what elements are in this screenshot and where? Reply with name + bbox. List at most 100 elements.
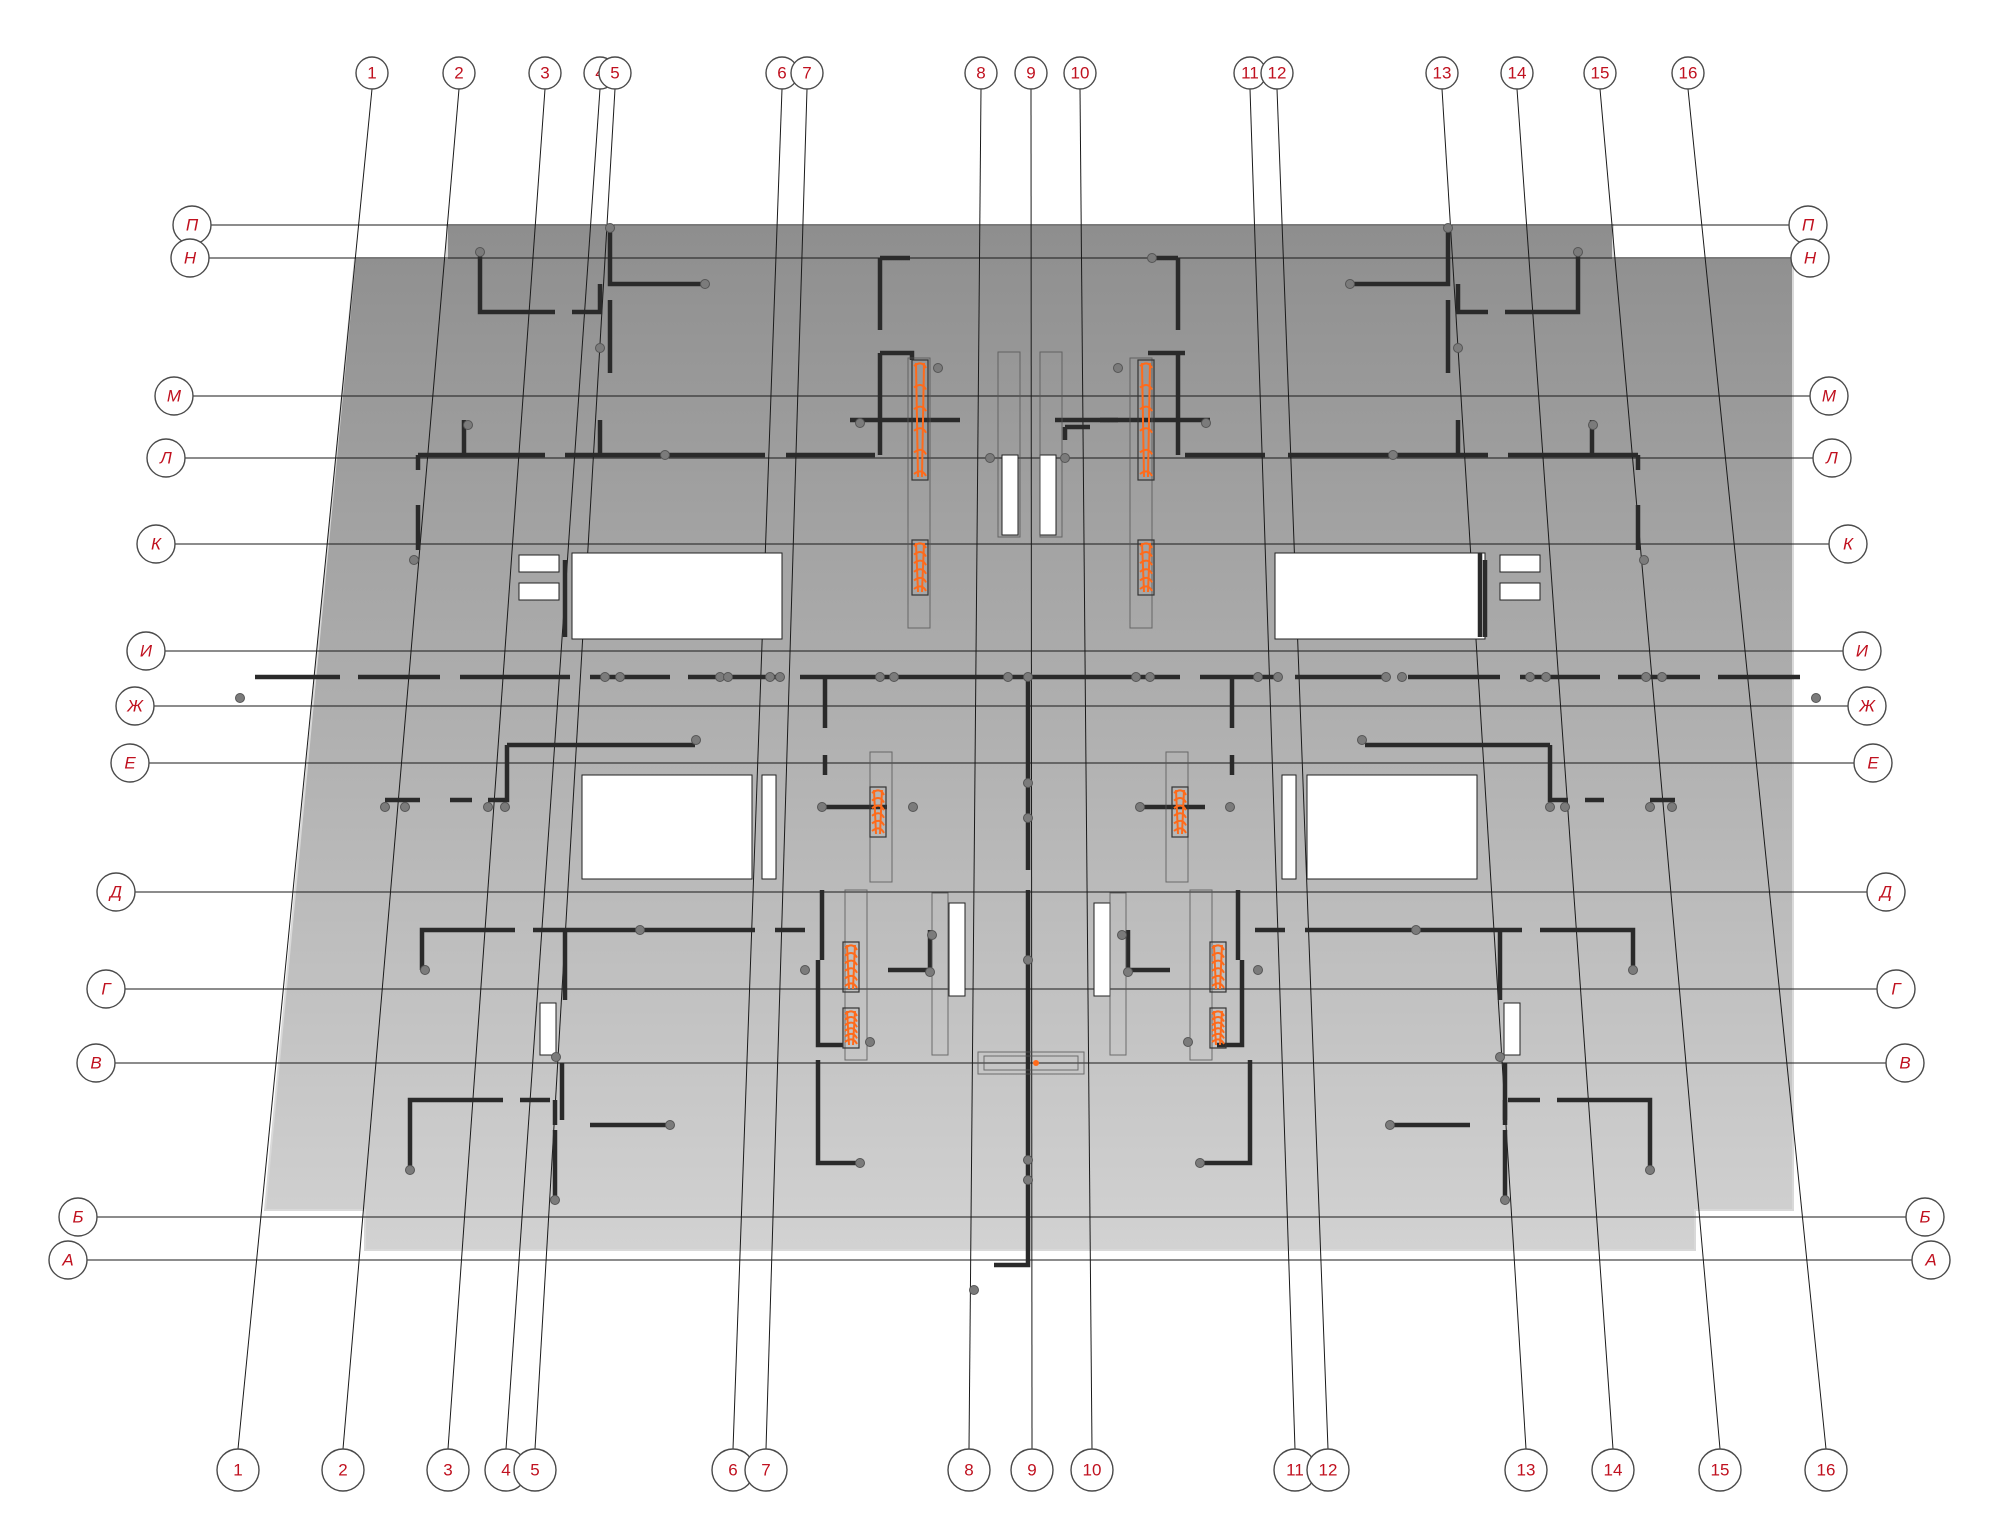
column-node xyxy=(1500,1195,1510,1205)
wall-segment xyxy=(1365,742,1675,803)
axis-label-top-16: 16 xyxy=(1679,64,1698,83)
axis-label-bottom-14: 14 xyxy=(1604,1461,1623,1480)
axis-label-right-М: М xyxy=(1822,387,1837,406)
axis-bubble-right-Б xyxy=(1905,1197,1945,1237)
axis-line-6 xyxy=(732,88,783,1450)
opening-left-small-1 xyxy=(518,554,560,573)
axis-label-left-Е: Е xyxy=(124,754,136,773)
axis-bubble-right-Е xyxy=(1853,743,1893,783)
column-node xyxy=(550,1195,560,1205)
column-node xyxy=(933,363,943,373)
axis-bubble-bottom-12 xyxy=(1306,1448,1350,1492)
axis-bubble-bottom-8 xyxy=(947,1448,991,1492)
wall-segment xyxy=(559,930,1508,1120)
column-node xyxy=(1023,1155,1033,1165)
column-node xyxy=(775,672,785,682)
axis-label-top-15: 15 xyxy=(1591,64,1610,83)
axis-line-12 xyxy=(1276,88,1329,1450)
axis-label-bottom-7: 7 xyxy=(761,1461,770,1480)
wall-segment xyxy=(822,677,1235,775)
axis-bubble-right-Л xyxy=(1812,438,1852,478)
axis-label-left-Г: Г xyxy=(101,980,112,999)
stair-flight-outline xyxy=(1189,889,1213,1061)
wall-segment xyxy=(1390,1097,1653,1170)
axis-label-top-12: 12 xyxy=(1268,64,1287,83)
opening-lift-right xyxy=(1093,902,1111,997)
wall-segment xyxy=(815,890,843,1048)
axis-label-top-1: 1 xyxy=(367,64,376,83)
axis-label-left-Н: Н xyxy=(184,249,197,268)
axis-line-10 xyxy=(1079,88,1093,1450)
axis-label-bottom-1: 1 xyxy=(233,1461,242,1480)
axis-label-right-Ж: Ж xyxy=(1858,697,1876,716)
wall-segment xyxy=(994,677,1031,1268)
column-node xyxy=(1253,672,1263,682)
axis-bubble-top-12 xyxy=(1260,56,1294,90)
column-node xyxy=(1397,672,1407,682)
opening-right-slot xyxy=(1281,774,1297,880)
axis-label-bottom-10: 10 xyxy=(1083,1461,1102,1480)
axis-label-right-А: А xyxy=(1924,1251,1936,1270)
opening-stair-left-lower xyxy=(581,774,753,880)
axis-bubble-right-И xyxy=(1842,631,1882,671)
axis-label-top-9: 9 xyxy=(1026,64,1035,83)
column-node xyxy=(1541,672,1551,682)
column-node xyxy=(235,693,245,703)
axis-bubble-left-Б xyxy=(58,1197,98,1237)
column-node xyxy=(765,672,775,682)
column-node xyxy=(400,802,410,812)
column-node xyxy=(889,672,899,682)
axis-bubble-right-Д xyxy=(1866,872,1906,912)
column-node xyxy=(969,1285,979,1295)
axis-label-top-8: 8 xyxy=(976,64,985,83)
column-node xyxy=(1385,1120,1395,1130)
axis-label-right-Е: Е xyxy=(1867,754,1879,773)
column-node xyxy=(723,672,733,682)
stair-flight-outline xyxy=(1129,357,1153,629)
rebar-cage xyxy=(911,539,929,596)
slab-openings xyxy=(518,454,1541,1056)
axis-bubble-right-Г xyxy=(1876,969,1916,1009)
axis-bubble-top-1 xyxy=(355,56,389,90)
column-node xyxy=(865,1037,875,1047)
column-node xyxy=(1495,1052,1505,1062)
axis-label-right-В: В xyxy=(1899,1054,1910,1073)
column-node xyxy=(855,1158,865,1168)
column-node xyxy=(1145,672,1155,682)
opening-right-small-1 xyxy=(1499,554,1541,573)
axis-label-top-7: 7 xyxy=(802,64,811,83)
axis-bubble-right-М xyxy=(1809,376,1849,416)
axis-line-16 xyxy=(1687,88,1827,1450)
axis-bubble-top-10 xyxy=(1063,56,1097,90)
column-node xyxy=(927,930,937,940)
column-node xyxy=(500,802,510,812)
reinforcement-highlights xyxy=(842,359,1227,1066)
column-node xyxy=(1147,253,1157,263)
column-node xyxy=(691,735,701,745)
axis-line-15 xyxy=(1599,88,1721,1450)
axis-bubble-bottom-9 xyxy=(1010,1448,1054,1492)
axis-bubble-bottom-3 xyxy=(426,1448,470,1492)
column-node xyxy=(1195,1158,1205,1168)
axis-line-3 xyxy=(447,88,546,1450)
axis-label-bottom-11: 11 xyxy=(1286,1461,1304,1480)
axis-label-bottom-6: 6 xyxy=(728,1461,737,1480)
lift-outline xyxy=(983,1055,1079,1071)
opening-right-narrow xyxy=(1503,1002,1521,1056)
rebar-marker xyxy=(1033,1060,1039,1066)
axis-line-2 xyxy=(342,88,460,1450)
column-node xyxy=(1273,672,1283,682)
axis-bubble-right-А xyxy=(1911,1240,1951,1280)
stair-flight-outline xyxy=(844,889,868,1061)
axis-bubble-right-Ж xyxy=(1847,686,1887,726)
column-node xyxy=(1573,247,1583,257)
axis-bubble-left-Л xyxy=(146,438,186,478)
axis-label-bottom-5: 5 xyxy=(530,1461,539,1480)
column-node xyxy=(600,672,610,682)
rebar-cage xyxy=(1137,359,1155,481)
column-node xyxy=(1545,802,1555,812)
axis-label-left-Б: Б xyxy=(72,1208,83,1227)
opening-left-small-2 xyxy=(518,582,560,601)
column-node xyxy=(551,1052,561,1062)
